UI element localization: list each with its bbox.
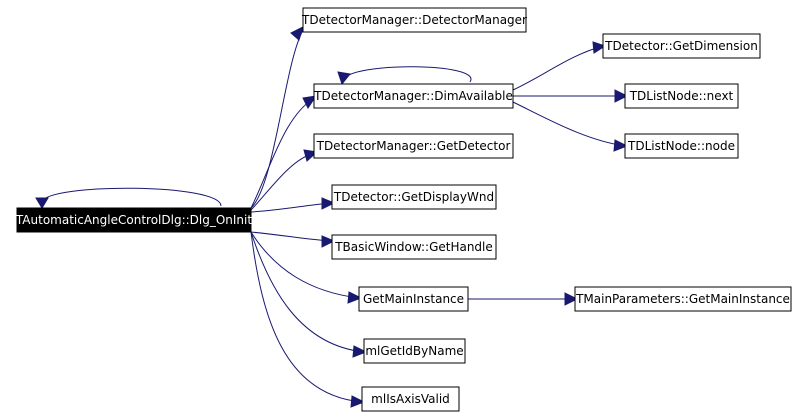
arrowhead-icon [321,197,336,210]
node-box [361,386,460,412]
edge-root-to-root [35,187,222,209]
arrowhead-icon [290,26,304,41]
node-box [313,83,514,109]
arrowhead-icon [564,292,579,306]
node-label: TDetectorManager::GetDetector [316,139,511,153]
edge-line [250,231,365,353]
node-dm-dim[interactable]: TDetectorManager::DimAvailable [313,83,514,109]
edge-dm_dim-to-dm_dim [337,66,472,86]
node-det-wnd[interactable]: TDetector::GetDisplayWnd [331,184,497,210]
arrowhead-icon [302,95,318,109]
node-ml-axis[interactable]: mlIsAxisValid [361,386,460,412]
call-edges [35,26,629,408]
node-label: TBasicWindow::GetHandle [334,240,493,254]
arrowhead-icon [35,197,49,209]
edge-root-to-dm_ctor [250,26,304,209]
arrowhead-icon [352,345,368,358]
edge-main_inst-to-mp_main [468,292,579,306]
edge-root-to-dm_get [250,149,319,211]
edge-root-to-det_wnd [250,197,336,213]
arrowhead-icon [592,41,607,54]
node-box [624,83,739,109]
edge-line [250,231,363,403]
node-label: TDListNode::next [629,89,734,103]
node-label: mlIsAxisValid [371,392,450,406]
arrowhead-icon [350,395,366,408]
edge-line [512,101,626,147]
edge-line [250,231,360,299]
node-box [16,207,252,233]
edge-root-to-ml_axis [250,231,366,408]
node-ml-id[interactable]: mlGetIdByName [363,338,466,364]
node-label: TAutomaticAngleControlDlg::Dlg_OnInit [15,213,252,227]
node-main-inst[interactable]: GetMainInstance [358,286,469,312]
edge-dm_dim-to-det_dim [512,41,607,91]
edge-root-to-dm_dim [250,95,318,209]
node-box [363,338,466,364]
edge-line [512,45,604,91]
edge-line [250,202,333,213]
node-label: GetMainInstance [363,292,464,306]
node-label: TDetectorManager::DetectorManager [301,13,527,27]
edge-root-to-bw_handle [250,231,336,248]
node-label: TDetector::GetDimension [604,39,758,53]
arrowhead-icon [321,235,336,248]
node-box [331,184,497,210]
edge-line [250,29,304,209]
node-box [331,234,497,260]
node-bw-handle[interactable]: TBasicWindow::GetHandle [331,234,497,260]
node-box [624,133,739,159]
edge-line [250,231,333,242]
edge-root-to-main_inst [250,231,363,304]
node-list-next[interactable]: TDListNode::next [624,83,739,109]
node-box [602,33,761,59]
node-mp-main[interactable]: TMainParameters::GetMainInstance [574,286,792,312]
node-label: mlGetIdByName [365,344,463,358]
edge-dm_dim-to-list_next [513,89,629,103]
edge-line [343,66,472,83]
arrowhead-icon [613,139,629,152]
arrowhead-icon [614,89,629,103]
edge-line [250,97,315,209]
node-det-dim[interactable]: TDetector::GetDimension [602,33,761,59]
edge-line [41,187,222,207]
node-label: TDetector::GetDisplayWnd [333,190,494,204]
node-list-node[interactable]: TDListNode::node [624,133,739,159]
arrowhead-icon [337,71,351,86]
arrowhead-icon [347,291,363,304]
node-box [574,286,792,312]
edge-line [250,152,315,211]
node-dm-ctor[interactable]: TDetectorManager::DetectorManager [301,7,527,33]
node-dm-get[interactable]: TDetectorManager::GetDetector [313,133,514,159]
edge-root-to-ml_id [250,231,368,358]
call-nodes: TAutomaticAngleControlDlg::Dlg_OnInit TDe… [15,7,792,412]
node-label: TMainParameters::GetMainInstance [575,292,790,306]
node-label: TDetectorManager::DimAvailable [313,89,513,103]
node-root[interactable]: TAutomaticAngleControlDlg::Dlg_OnInit [15,207,252,233]
edge-dm_dim-to-list_node [512,101,629,152]
node-box [302,7,527,33]
node-box [358,286,469,312]
node-box [313,133,514,159]
node-label: TDListNode::node [627,139,735,153]
